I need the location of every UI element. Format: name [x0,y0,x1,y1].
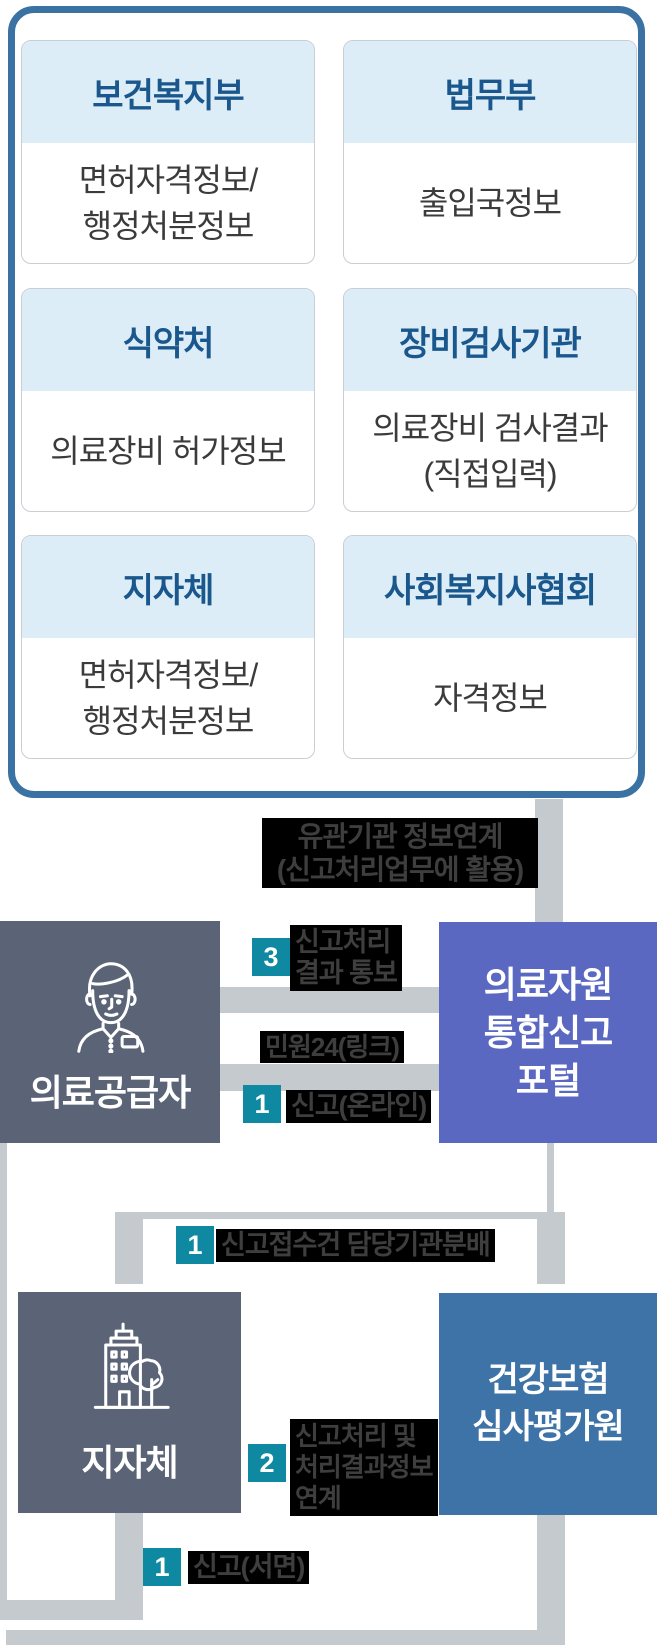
card-title: 식약처 [22,289,314,391]
card-body: 면허자격정보/ 행정처분정보 [78,162,259,244]
related-orgs-panel: 보건복지부 면허자격정보/ 행정처분정보 법무부 출입국정보 식약처 의료장비 … [8,6,645,798]
connector-written-horizontal [0,1600,143,1620]
connector-assign-horizontal [115,1212,565,1219]
card-mohw: 보건복지부 면허자격정보/ 행정처분정보 [21,40,315,264]
edge-label-report-result: 신고처리 결과 통보 [290,925,402,991]
card-social-worker-assoc: 사회복지사협회 자격정보 [343,535,637,759]
edge-badge-report-result: 3 [252,938,290,976]
node-local-government: 지자체 [18,1292,241,1513]
edge-badge-report-online: 1 [243,1085,281,1123]
card-mfds: 식약처 의료장비 허가정보 [21,288,315,512]
edge-label-report-written: 신고(서면) [188,1551,310,1584]
card-title: 보건복지부 [22,41,314,143]
card-moj: 법무부 출입국정보 [343,40,637,264]
edge-badge-process-link: 2 [248,1444,286,1482]
connector-assign-left-leg [115,1212,143,1284]
edge-label-assign: 신고접수건 담당기관분배 [216,1229,495,1262]
node-label: 의료공급자 [29,1071,192,1113]
card-body: 출입국정보 [418,185,562,221]
connector-bottom-horizontal [6,1630,565,1645]
card-body: 의료장비 검사결과 (직접입력) [372,410,608,492]
edge-label-report-online: 신고(온라인) [286,1090,432,1123]
node-label: 의료자원 통합신고 포털 [483,963,613,1101]
connector-hira-down [537,1515,565,1631]
node-medical-provider: 의료공급자 [0,921,220,1143]
connector-assign-right-leg [537,1212,565,1284]
person-icon [58,949,162,1058]
card-body: 면허자격정보/ 행정처분정보 [78,657,259,739]
node-label: 건강보험 심사평가원 [472,1361,624,1446]
connector-localgov-down [115,1513,143,1602]
connector-written-left-thin [0,1143,7,1620]
building-tree-icon [78,1319,182,1428]
card-body: 자격정보 [433,680,548,716]
card-body: 의료장비 허가정보 [50,433,286,469]
card-title: 법무부 [344,41,636,143]
connector-provider-portal-top [220,987,439,1013]
node-hira: 건강보험 심사평가원 [439,1293,657,1515]
edge-badge-report-written: 1 [143,1548,181,1586]
card-title: 지자체 [22,536,314,638]
card-equip-inspection: 장비검사기관 의료장비 검사결과 (직접입력) [343,288,637,512]
card-title: 장비검사기관 [344,289,636,391]
card-title: 사회복지사협회 [344,536,636,638]
connector-panel-to-portal [535,799,563,922]
connector-portal-down-thin [547,1143,554,1213]
card-local-gov: 지자체 면허자격정보/ 행정처분정보 [21,535,315,759]
edge-label-minwon-link: 민원24(링크) [260,1031,404,1063]
info-link-note: 유관기관 정보연계 (신고처리업무에 활용) [262,818,538,888]
node-portal: 의료자원 통합신고 포털 [439,922,657,1143]
edge-label-process-link: 신고처리 및 처리결과정보 연계 [290,1419,438,1516]
edge-badge-assign: 1 [176,1226,214,1264]
node-label: 지자체 [81,1442,178,1483]
